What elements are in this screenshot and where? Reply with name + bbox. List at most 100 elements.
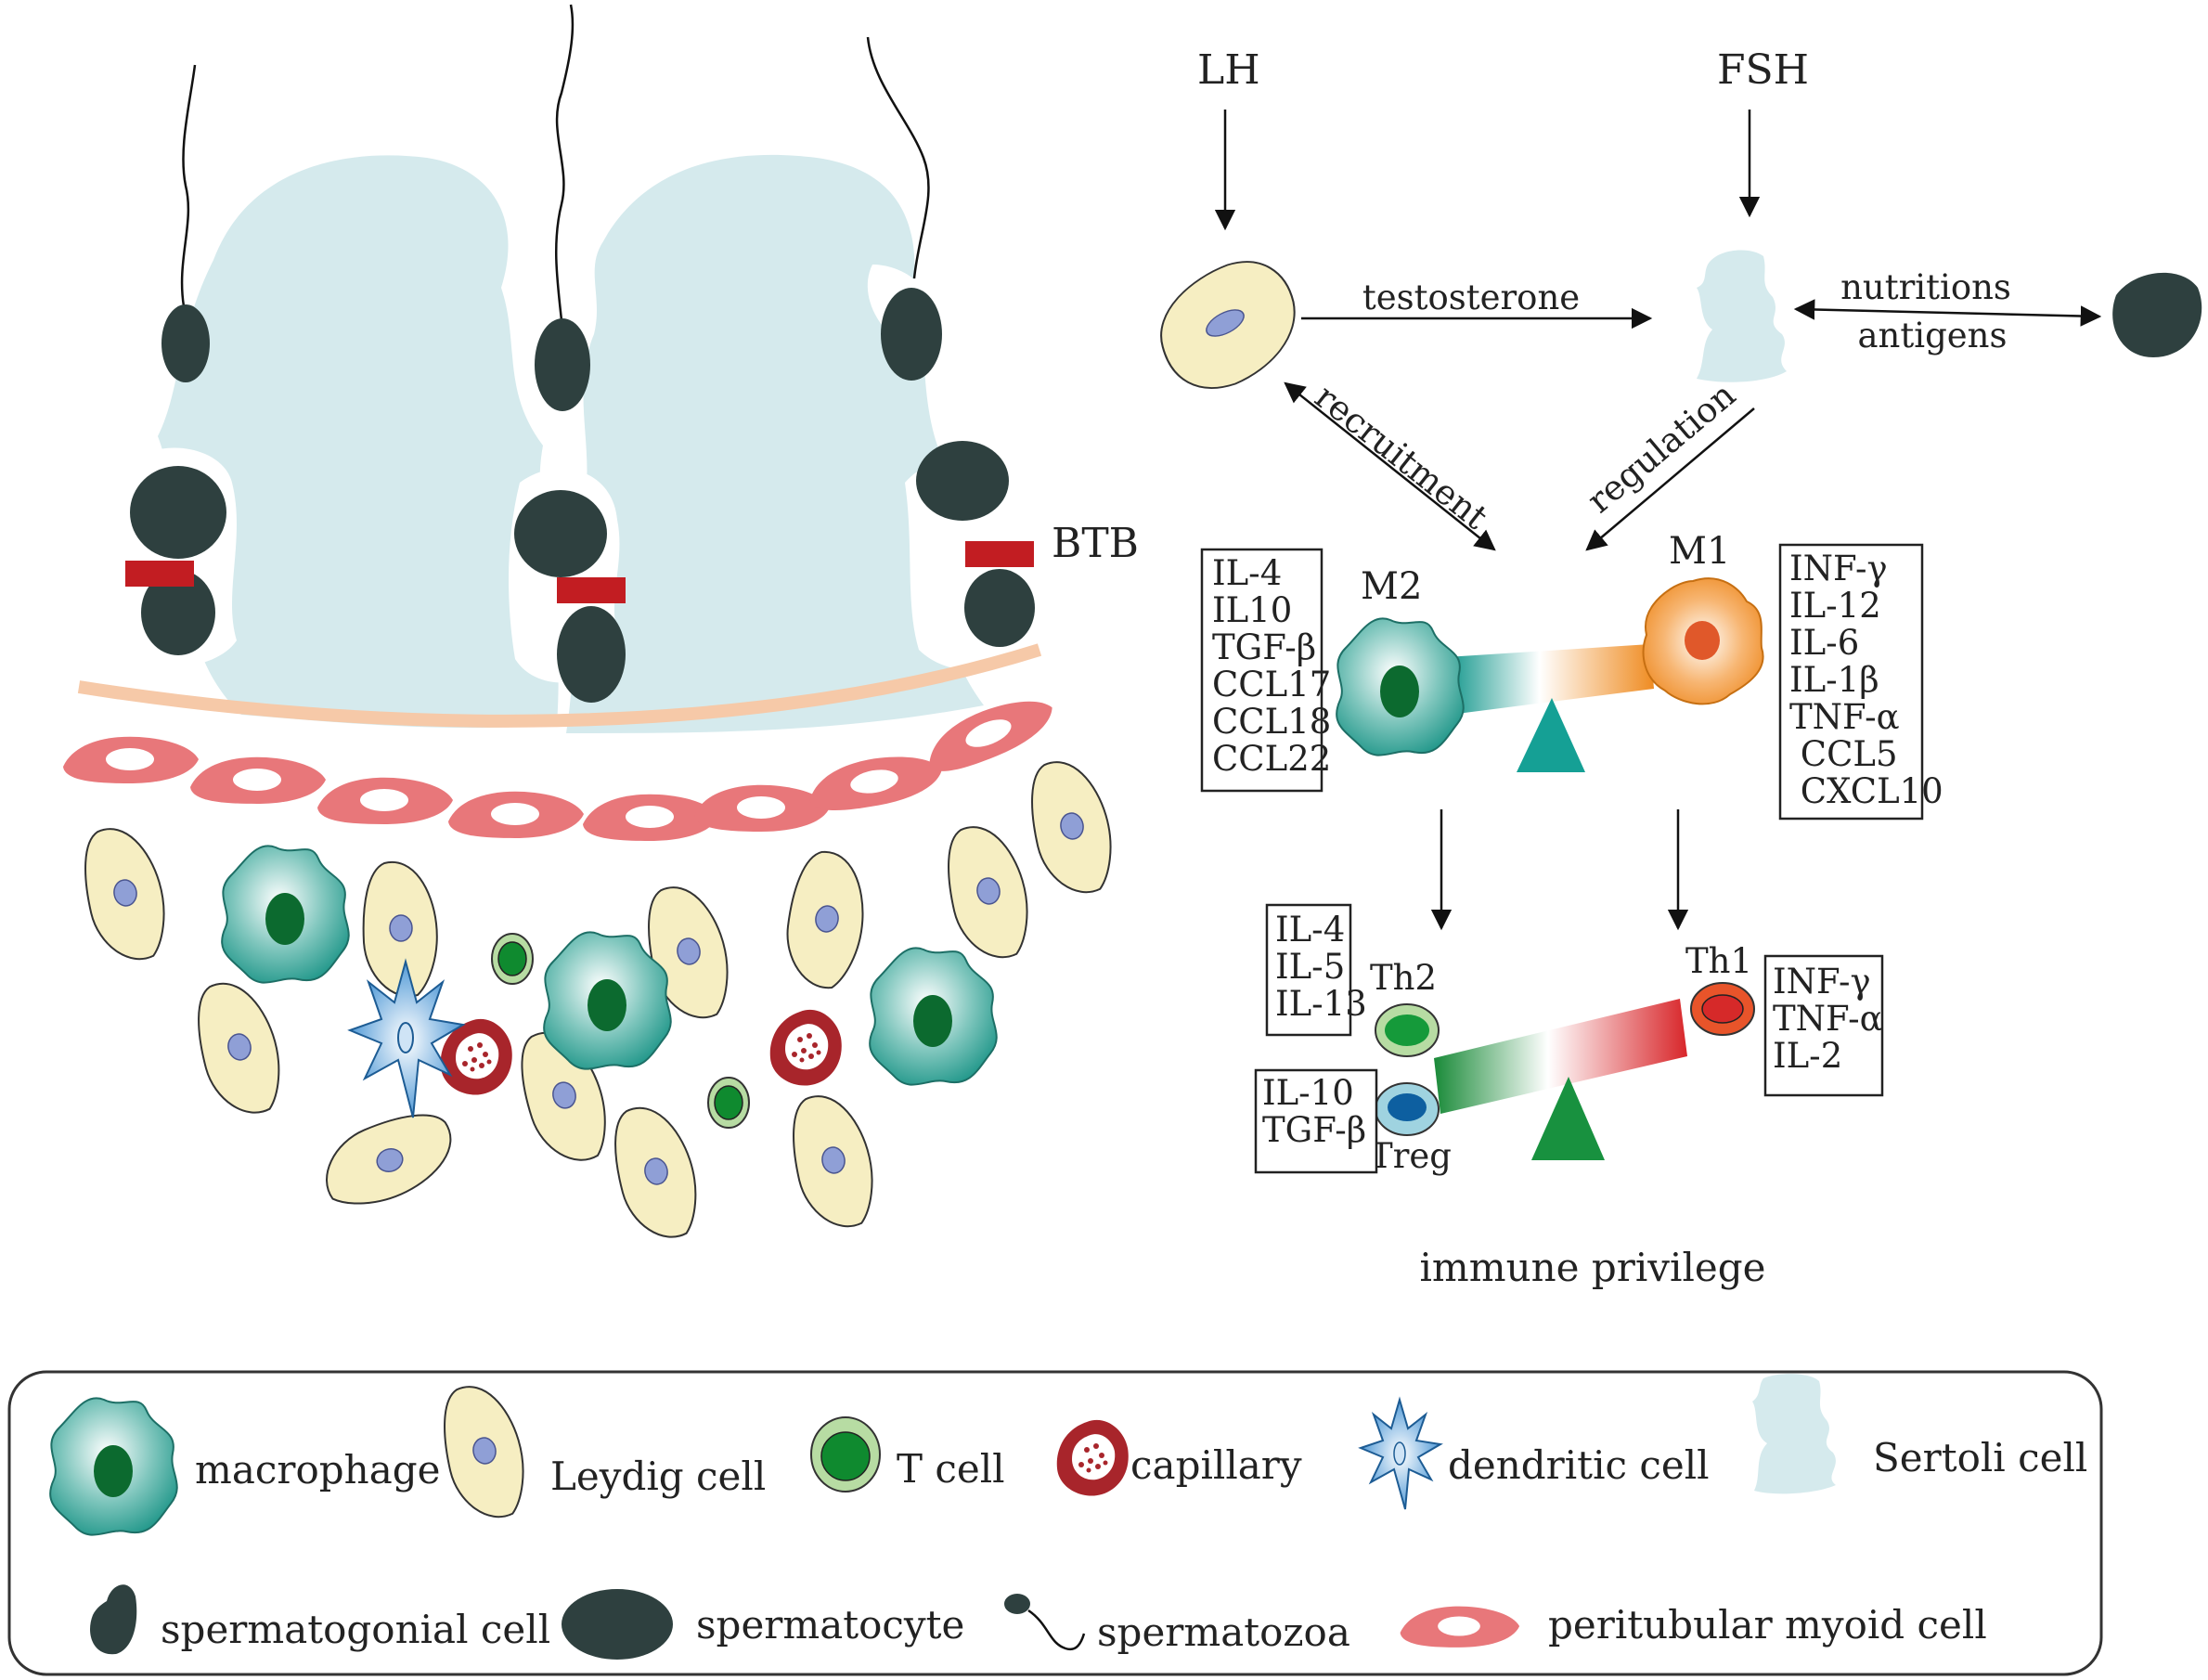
m2-cytokine-list: IL-4 IL10 TGF-β CCL17 CCL18 CCL22 xyxy=(1212,553,1331,779)
leydig-cell-schema xyxy=(1160,261,1296,389)
spermatocyte-schema xyxy=(2112,272,2202,357)
m2-label: M2 xyxy=(1361,565,1422,608)
seminiferous-tubule: BTB xyxy=(63,4,1139,841)
m1-cytokine-box xyxy=(1778,543,1924,821)
leydig-cell xyxy=(312,1101,466,1219)
leydig-cell xyxy=(1022,754,1120,901)
treg-cytokine-list: IL-10 TGF-β xyxy=(1262,1073,1366,1150)
th-balance-beam xyxy=(1434,999,1687,1114)
treg-cell xyxy=(1375,1082,1440,1136)
spermatozoa-head xyxy=(535,318,590,411)
legend-label: Sertoli cell xyxy=(1873,1435,2087,1480)
testosterone-label: testosterone xyxy=(1362,278,1580,317)
recruitment-arrow xyxy=(1284,381,1496,551)
treg-cytokine-box xyxy=(1254,1068,1378,1174)
interstitial-space xyxy=(75,754,1120,1247)
btb-junction xyxy=(125,561,194,587)
m1-cytokine: IL-1β xyxy=(1789,660,1879,700)
th2-cell xyxy=(1375,1003,1440,1057)
spermatogonial-cell-icon xyxy=(90,1584,137,1655)
myoid-cell xyxy=(190,756,326,804)
m2-cytokine: CCL18 xyxy=(1212,702,1331,742)
spermatogonial-cell xyxy=(557,606,626,703)
legend-label: macrophage xyxy=(195,1447,440,1493)
th1-cytokine: IL-2 xyxy=(1773,1036,1842,1076)
m1-cytokine: CCL5 xyxy=(1789,734,1898,774)
macrophage xyxy=(221,845,350,984)
th2-cytokine-list: IL-4 IL-5 IL-13 xyxy=(1275,910,1367,1024)
spermatozoa-head xyxy=(881,288,942,381)
th1-cytokine-list: INF-γ TNF-α IL-2 xyxy=(1773,962,1883,1076)
sertoli-cell-left xyxy=(158,155,559,729)
legend-label: dendritic cell xyxy=(1448,1442,1710,1488)
treg-label: Treg xyxy=(1370,1136,1452,1176)
btb-label: BTB xyxy=(1052,520,1139,567)
m2-m1-balance-beam xyxy=(1446,644,1654,715)
leydig-cell xyxy=(187,974,291,1123)
legend-label: spermatogonial cell xyxy=(161,1607,550,1652)
m2-cytokine-box xyxy=(1200,548,1324,793)
m2-cytokine: TGF-β xyxy=(1212,627,1316,667)
spermatozoa-head xyxy=(161,304,210,382)
myoid-cell xyxy=(804,747,947,818)
t-cell xyxy=(707,1077,750,1129)
legend: macrophage Leydig cell T cell capillary … xyxy=(7,1370,2103,1676)
leydig-cell xyxy=(777,846,875,993)
legend-label: capillary xyxy=(1130,1442,1302,1488)
immune-privilege-label: immune privilege xyxy=(1420,1245,1766,1290)
m2-macrophage xyxy=(1336,617,1465,756)
th2-cytokine: IL-13 xyxy=(1275,984,1367,1024)
m2-m1-fulcrum xyxy=(1517,698,1585,772)
spermatocyte xyxy=(130,466,226,559)
antigens-label: antigens xyxy=(1858,316,2008,355)
th2-cytokine: IL-4 xyxy=(1275,910,1345,950)
nutritions-antigens-arrow xyxy=(1793,299,2102,327)
dendritic-cell xyxy=(347,958,466,1118)
th2-cytokine: IL-5 xyxy=(1275,947,1345,987)
regulation-schema: LH FSH testosterone nutritions antigens … xyxy=(1160,46,2202,1290)
legend-label: Leydig cell xyxy=(550,1454,766,1499)
fsh-label: FSH xyxy=(1717,46,1809,94)
spermatocyte xyxy=(916,441,1009,521)
spermatogonial-cell xyxy=(964,569,1035,647)
myoid-cell xyxy=(448,791,584,838)
capillary xyxy=(769,1009,842,1086)
m1-cytokine: IL-12 xyxy=(1789,586,1881,626)
recruitment-label: recruitment xyxy=(1308,377,1495,537)
th2-label: Th2 xyxy=(1370,958,1437,998)
legend-label: peritubular myoid cell xyxy=(1548,1602,1987,1648)
th1-cytokine-box xyxy=(1763,954,1884,1097)
th1-cytokine: TNF-α xyxy=(1773,999,1883,1039)
leydig-cell xyxy=(604,1098,707,1247)
regulation-label: regulation xyxy=(1580,375,1743,522)
leydig-cell xyxy=(783,1088,882,1235)
th2-cytokine-box xyxy=(1265,903,1352,1037)
t-cell-icon xyxy=(810,1416,881,1493)
btb-junction xyxy=(965,541,1034,567)
regulation-arrow xyxy=(1585,407,1755,551)
myoid-cell xyxy=(694,784,830,832)
spermatozoa-icon xyxy=(1004,1594,1086,1651)
legend-label: spermatozoa xyxy=(1097,1609,1350,1655)
m1-cytokine: INF-γ xyxy=(1789,549,1888,588)
myoid-cell xyxy=(317,777,453,824)
legend-frame xyxy=(7,1370,2103,1676)
leydig-cell xyxy=(75,821,174,968)
m2-cytokine: CCL22 xyxy=(1212,739,1331,779)
m2-cytokine: IL10 xyxy=(1212,590,1292,630)
sertoli-cell-icon xyxy=(1752,1374,1836,1494)
spermatocyte xyxy=(514,490,607,577)
th1-cell xyxy=(1690,982,1755,1036)
m2-cytokine: IL-4 xyxy=(1212,553,1282,593)
m1-macrophage xyxy=(1642,577,1764,705)
dendritic-cell-icon xyxy=(1358,1396,1443,1510)
leydig-cell xyxy=(938,819,1037,966)
m1-cytokine-list: INF-γ IL-12 IL-6 IL-1β TNF-α CCL5 CXCL10 xyxy=(1789,549,1943,811)
macrophage xyxy=(869,947,998,1086)
treg-cytokine: TGF-β xyxy=(1262,1110,1366,1150)
m1-cytokine: IL-6 xyxy=(1789,623,1859,663)
t-cell xyxy=(491,933,534,985)
th-balance-fulcrum xyxy=(1531,1077,1605,1160)
th1-label: Th1 xyxy=(1685,941,1752,981)
